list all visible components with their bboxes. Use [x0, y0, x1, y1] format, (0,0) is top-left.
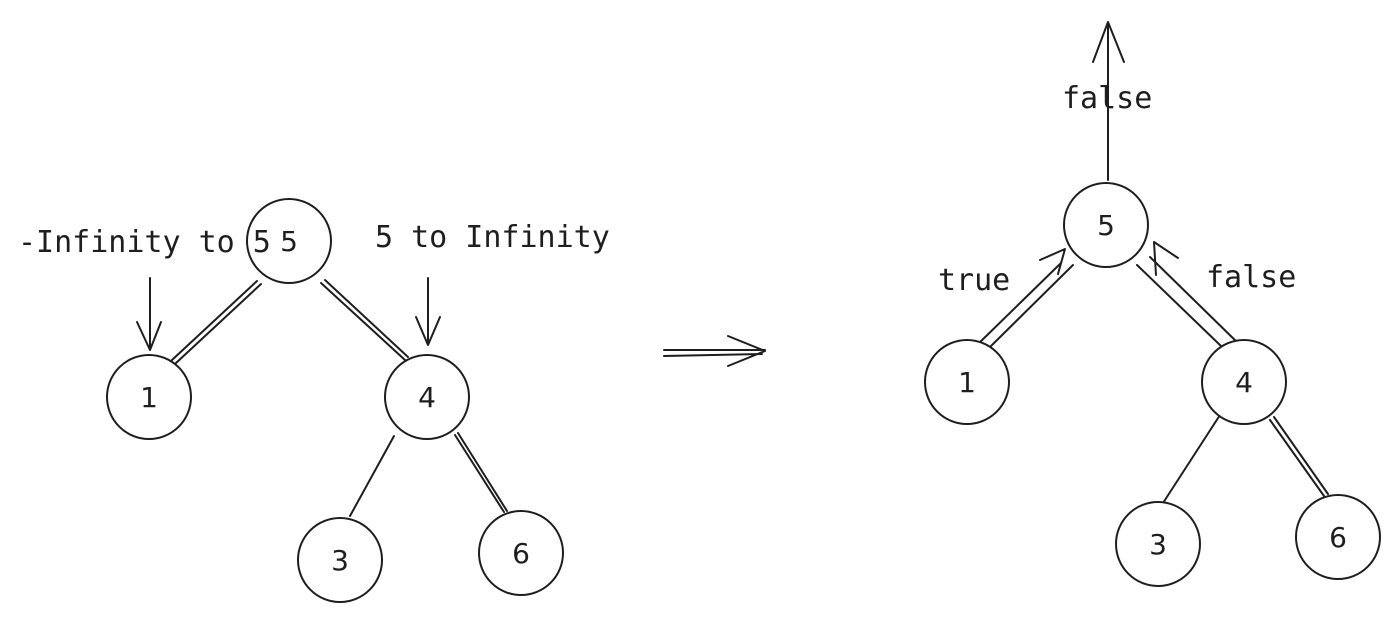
right-result-label: false — [1206, 260, 1296, 295]
left-node-4: 4 — [384, 354, 470, 440]
arrow-down-to-node-1 — [136, 277, 162, 351]
edge-5-to-1 — [171, 280, 262, 364]
arrow-up-from-root — [1092, 21, 1125, 181]
left-result-label: true — [938, 263, 1010, 298]
left-tree: 5 1 4 3 6 -Infinity to 5 5 to Infinity — [18, 198, 610, 603]
right-node-4-label: 4 — [1235, 366, 1253, 399]
right-node-5: 5 — [1063, 182, 1149, 268]
right-node-5-label: 5 — [1097, 209, 1115, 242]
left-node-1-label: 1 — [140, 381, 158, 414]
left-node-6-label: 6 — [512, 537, 530, 570]
left-node-3-label: 3 — [331, 544, 349, 577]
right-node-6: 6 — [1295, 494, 1381, 580]
right-node-1: 1 — [924, 339, 1010, 425]
left-node-5: 5 — [246, 198, 332, 284]
left-range-label: -Infinity to 5 — [18, 225, 271, 260]
right-node-4: 4 — [1201, 339, 1287, 425]
right-node-3: 3 — [1115, 501, 1201, 587]
right-node-1-label: 1 — [958, 366, 976, 399]
edge-5-to-4-return — [1136, 241, 1241, 347]
arrow-down-to-node-4 — [415, 277, 441, 346]
left-tree-edges — [171, 279, 508, 517]
left-node-3: 3 — [297, 517, 383, 603]
left-node-4-label: 4 — [418, 381, 436, 414]
edge-4-to-6 — [454, 432, 508, 513]
edge-4-to-3 — [1162, 414, 1221, 504]
right-tree: 5 1 4 3 6 false true false — [924, 21, 1381, 587]
transform-arrow — [663, 335, 766, 367]
edge-5-to-4 — [320, 279, 409, 361]
right-node-6-label: 6 — [1329, 521, 1347, 554]
edge-4-to-6 — [1269, 416, 1329, 497]
edge-5-to-1-return — [975, 248, 1074, 348]
edge-4-to-3 — [349, 435, 395, 517]
right-node-3-label: 3 — [1149, 528, 1167, 561]
left-node-1: 1 — [106, 354, 192, 440]
right-tree-edges — [975, 241, 1329, 504]
left-node-6: 6 — [478, 510, 564, 596]
left-node-5-label: 5 — [280, 225, 298, 258]
right-range-label: 5 to Infinity — [375, 220, 610, 255]
root-result-label: false — [1062, 81, 1152, 116]
